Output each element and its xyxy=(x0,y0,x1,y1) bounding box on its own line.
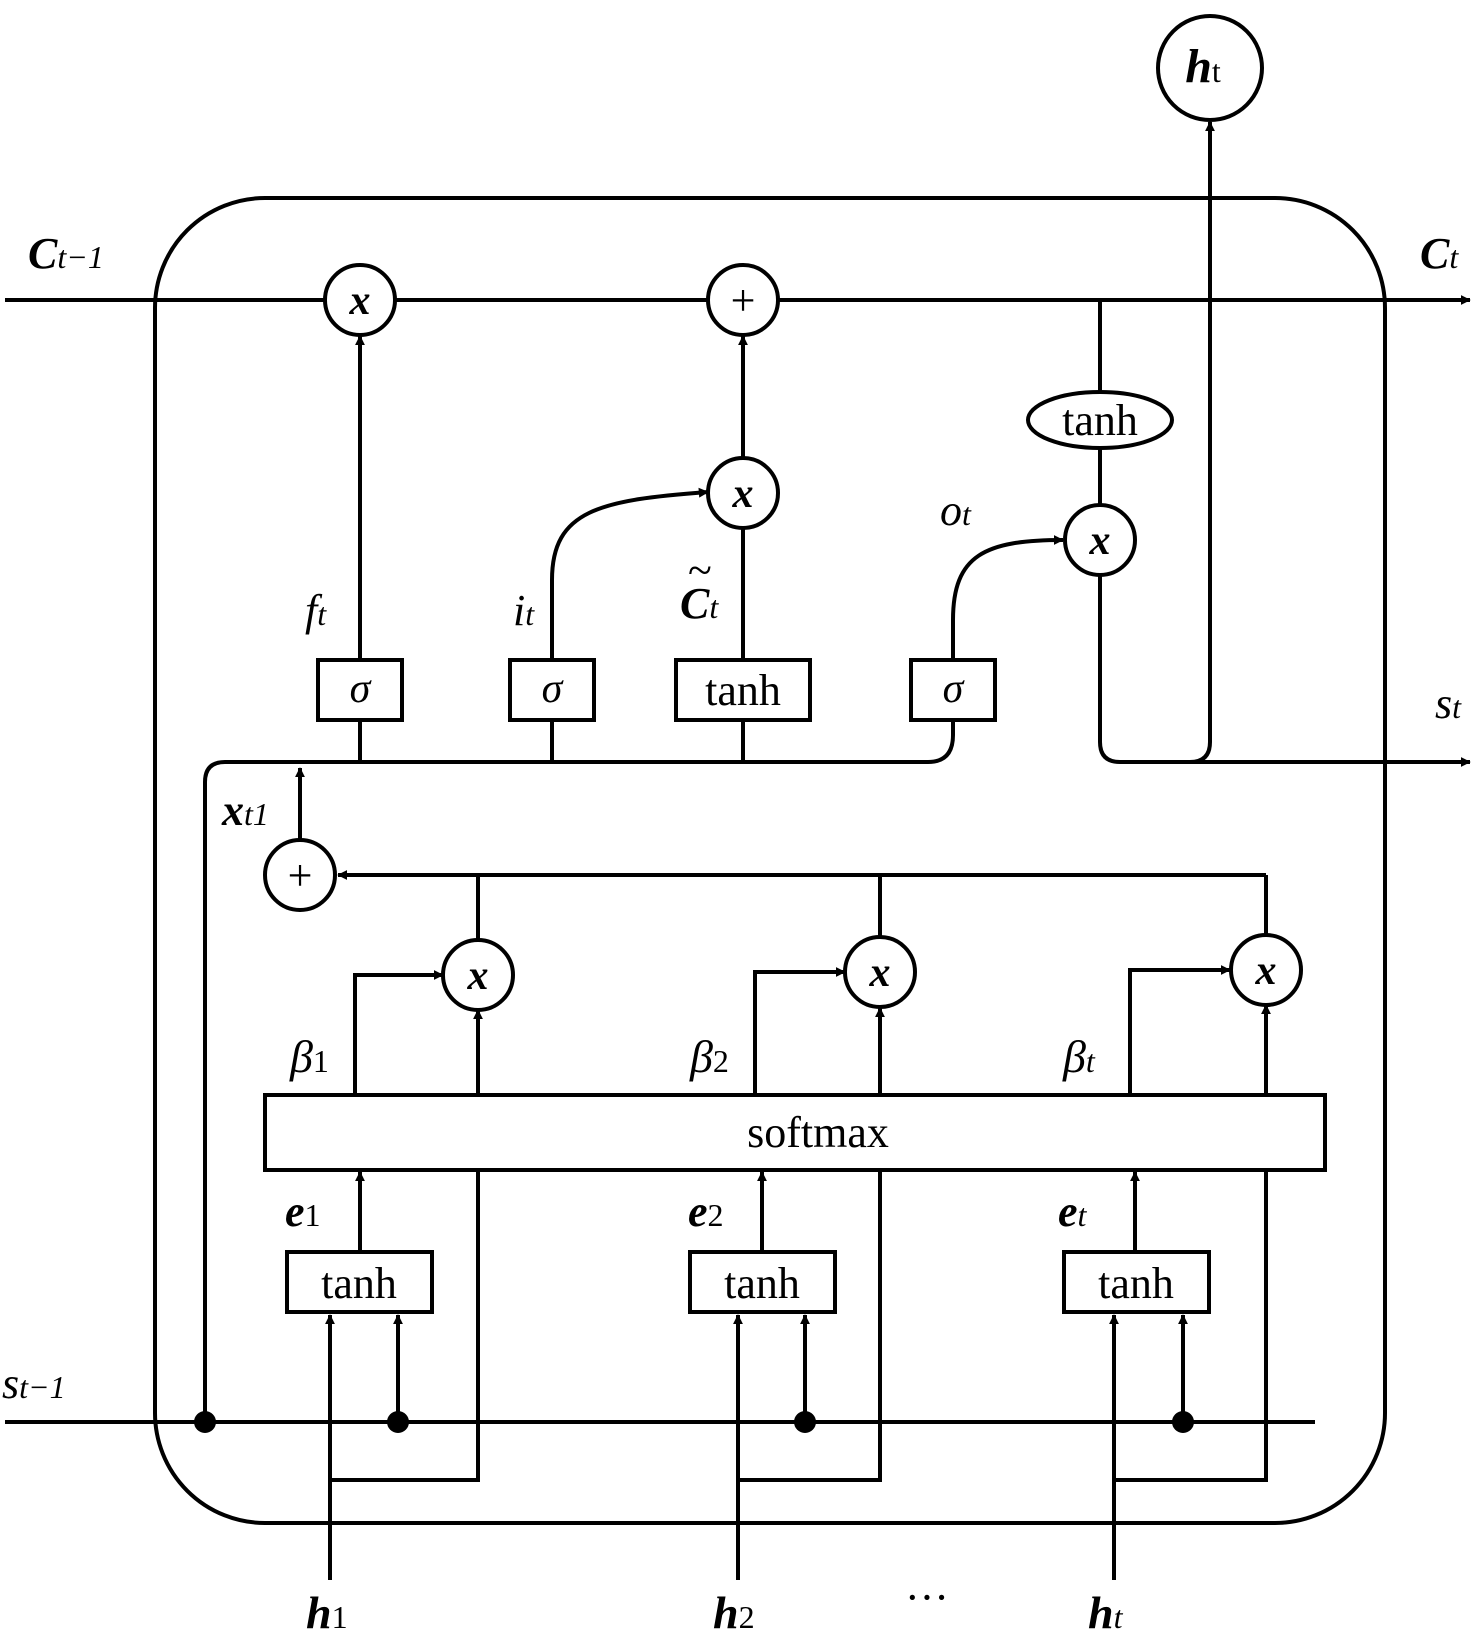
label-c-prev: Ct−1 xyxy=(28,229,104,278)
input-sigma-box: σ xyxy=(508,658,596,722)
label-s-next: st xyxy=(1435,679,1462,728)
h1-route xyxy=(330,1009,483,1482)
label-f-gate: ft xyxy=(305,586,327,635)
label-x-input: xt1 xyxy=(221,786,269,835)
attention-multiply-node-t: x xyxy=(1229,933,1303,1007)
junction-dot xyxy=(194,1411,216,1433)
output-multiply-node: x xyxy=(1063,503,1137,577)
svg-text:x: x xyxy=(869,950,891,996)
svg-text:tanh: tanh xyxy=(705,666,781,715)
junction-dots xyxy=(194,1411,1194,1433)
cell-add-node: + xyxy=(706,263,780,337)
label-c-tilde-mark: ~ xyxy=(688,546,712,595)
label-betat: βt xyxy=(1062,1031,1096,1082)
score-tanh-box-t: tanh xyxy=(1062,1250,1211,1314)
label-c-tilde: Ct xyxy=(680,579,719,628)
score-tanh-box-1: tanh xyxy=(285,1250,434,1314)
score-tanh-box-2: tanh xyxy=(688,1250,837,1314)
svg-text:tanh: tanh xyxy=(1098,1259,1174,1308)
gate-input-bus xyxy=(203,720,955,1422)
svg-text:σ: σ xyxy=(943,666,966,712)
beta1-arrow xyxy=(353,970,444,1095)
junction-dot xyxy=(1172,1411,1194,1433)
label-ellipsis: ··· xyxy=(905,1573,949,1622)
ht-output-line xyxy=(1189,121,1215,764)
label-i-gate: it xyxy=(513,586,535,635)
label-h1: h1 xyxy=(306,1587,348,1637)
label-e1: e1 xyxy=(285,1187,321,1236)
input-multiply-node: x xyxy=(706,456,780,530)
cell-tanh-node: tanh xyxy=(1026,390,1174,450)
attention-multiply-node-1: x xyxy=(441,938,515,1012)
svg-text:σ: σ xyxy=(350,666,373,712)
label-beta2: β2 xyxy=(689,1031,729,1082)
svg-text:x: x xyxy=(1255,948,1277,994)
beta2-arrow xyxy=(753,967,846,1095)
forget-multiply-node: x xyxy=(323,263,397,337)
label-beta1: β1 xyxy=(289,1031,329,1082)
forget-sigma-box: σ xyxy=(316,658,404,722)
svg-text:tanh: tanh xyxy=(724,1259,800,1308)
ht-output-node: ht xyxy=(1156,14,1264,122)
svg-text:x: x xyxy=(467,953,489,999)
label-ht: ht xyxy=(1088,1587,1124,1637)
svg-text:tanh: tanh xyxy=(1062,396,1138,445)
cell-boundary xyxy=(153,196,1387,1525)
label-h2: h2 xyxy=(713,1587,755,1637)
svg-text:x: x xyxy=(732,471,754,517)
label-et: et xyxy=(1058,1187,1088,1236)
svg-text:+: + xyxy=(288,851,313,900)
input-gate-curve xyxy=(550,487,709,660)
label-c-next: Ct xyxy=(1420,229,1459,278)
svg-text:ht: ht xyxy=(1185,40,1221,93)
junction-dot xyxy=(794,1411,816,1433)
label-e2: e2 xyxy=(688,1187,724,1236)
betat-arrow xyxy=(1128,965,1231,1095)
junction-dot xyxy=(387,1411,409,1433)
svg-text:x: x xyxy=(349,278,371,324)
softmax-box: softmax xyxy=(263,1093,1327,1172)
label-s-prev: st−1 xyxy=(2,1359,66,1408)
svg-text:+: + xyxy=(731,276,756,325)
svg-text:x: x xyxy=(1089,518,1111,564)
output-gate-curve xyxy=(951,535,1064,660)
attention-sum-node: + xyxy=(263,838,337,912)
label-o-gate: ot xyxy=(940,486,972,535)
attention-multiply-node-2: x xyxy=(843,935,917,1009)
output-sigma-box: σ xyxy=(909,658,997,722)
connectors xyxy=(5,121,1471,1580)
mult-to-st xyxy=(1098,575,1471,767)
svg-text:tanh: tanh xyxy=(321,1259,397,1308)
svg-text:softmax: softmax xyxy=(747,1108,889,1157)
h2-route xyxy=(738,1007,885,1482)
svg-text:σ: σ xyxy=(542,666,565,712)
candidate-tanh-box: tanh xyxy=(674,658,812,722)
